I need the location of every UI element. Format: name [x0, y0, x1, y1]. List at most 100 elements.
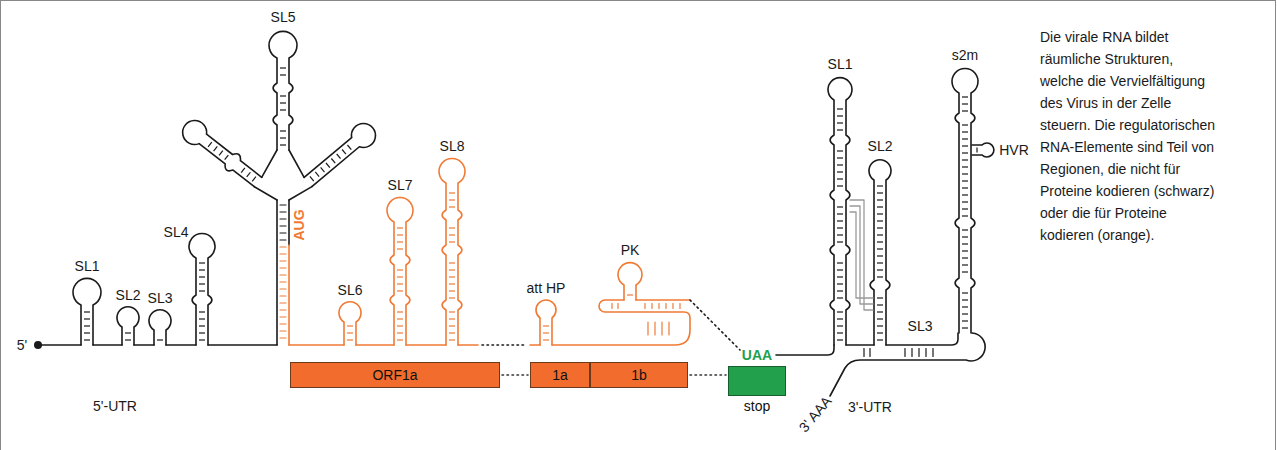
- base-pair: [280, 260, 286, 261]
- base-pair: [627, 294, 633, 295]
- base-pair: [877, 311, 883, 312]
- rna-strand: [846, 100, 850, 345]
- base-pair: [449, 206, 455, 207]
- base-pair: [837, 276, 843, 277]
- rna-strand: [355, 322, 357, 345]
- base-pair: [962, 138, 968, 139]
- base-pair: [199, 262, 205, 263]
- stem-loop: [339, 302, 361, 345]
- base-pair: [962, 103, 968, 104]
- rna-strand: [343, 322, 345, 345]
- base-pair: [877, 255, 883, 256]
- stem-loop: [178, 116, 266, 192]
- base-pair: [837, 241, 843, 242]
- loop: [189, 233, 215, 258]
- base-pair: [962, 236, 968, 237]
- structure-label: SL3: [908, 318, 933, 334]
- base-pair: [280, 67, 286, 68]
- base-pair: [962, 180, 968, 181]
- base-pair: [280, 102, 286, 103]
- base-pair: [280, 109, 286, 110]
- base-pair: [837, 283, 843, 284]
- base-pair: [252, 177, 256, 182]
- base-pair: [84, 318, 90, 319]
- base-pair: [962, 124, 968, 125]
- base-pair: [280, 239, 286, 240]
- rna-strand: [830, 100, 834, 345]
- rna-strand: [312, 147, 359, 187]
- dotted-gap: [690, 300, 740, 350]
- base-pair: [280, 302, 286, 303]
- base-pair: [665, 304, 666, 309]
- rna-strand: [208, 258, 212, 345]
- structure-label: 5': [17, 337, 27, 353]
- rna-strand: [289, 58, 293, 150]
- rna-strand: [886, 180, 890, 345]
- base-pair: [877, 318, 883, 319]
- loop: [828, 78, 852, 100]
- dotted-gap: [482, 344, 526, 346]
- base-pair: [347, 325, 353, 326]
- base-pair: [280, 137, 286, 138]
- rna-strand: [166, 344, 196, 346]
- orf-box: 1a: [530, 362, 590, 388]
- base-pair: [280, 95, 286, 96]
- base-pair: [962, 194, 968, 195]
- stem-loop: [869, 160, 891, 345]
- base-pair: [962, 327, 968, 328]
- rna-strand: [288, 245, 290, 345]
- dotted-connector: [690, 374, 726, 376]
- base-pair: [543, 339, 549, 340]
- structure-label: PK: [621, 242, 640, 258]
- base-pair: [449, 318, 455, 319]
- base-pair: [397, 290, 403, 291]
- base-pair: [199, 290, 205, 291]
- base-pair: [962, 250, 968, 251]
- base-pair: [877, 304, 883, 305]
- base-pair: [962, 292, 968, 293]
- rna-strand: [165, 330, 167, 345]
- base-pair: [225, 155, 229, 160]
- rna-strand: [390, 222, 394, 345]
- rna-strand: [273, 58, 277, 150]
- base-pair: [837, 115, 843, 116]
- base-pair: [837, 297, 843, 298]
- structure-label: SL6: [338, 282, 363, 298]
- base-pair: [877, 199, 883, 200]
- base-pair: [280, 246, 286, 247]
- base-pair: [837, 290, 843, 291]
- base-pair: [241, 168, 245, 173]
- base-pair: [962, 306, 968, 307]
- base-pair: [962, 229, 968, 230]
- base-pair: [543, 332, 549, 333]
- base-pair: [869, 349, 870, 357]
- base-pair: [397, 325, 403, 326]
- base-pair: [310, 176, 314, 181]
- loop: [982, 143, 994, 157]
- stem-loop: [536, 300, 556, 345]
- pseudoknot: [552, 300, 690, 345]
- base-pair: [837, 325, 843, 326]
- base-pair: [877, 234, 883, 235]
- rna-strand: [406, 222, 410, 345]
- base-pair: [837, 220, 843, 221]
- rna-strand: [80, 305, 82, 345]
- base-pair: [449, 199, 455, 200]
- codon-label: UAA: [742, 347, 772, 363]
- base-pair: [837, 332, 843, 333]
- base-pair: [962, 110, 968, 111]
- loop: [339, 302, 361, 322]
- base-pair: [837, 122, 843, 123]
- base-pair: [932, 349, 933, 357]
- base-pair: [125, 339, 131, 340]
- base-pair: [837, 213, 843, 214]
- rna-strand: [93, 344, 122, 346]
- base-pair: [84, 311, 90, 312]
- base-pair: [449, 325, 455, 326]
- rna-strand: [92, 305, 94, 345]
- base-pair: [397, 332, 403, 333]
- base-pair: [84, 332, 90, 333]
- structure-label: SL1: [828, 56, 853, 72]
- base-pair: [651, 304, 652, 309]
